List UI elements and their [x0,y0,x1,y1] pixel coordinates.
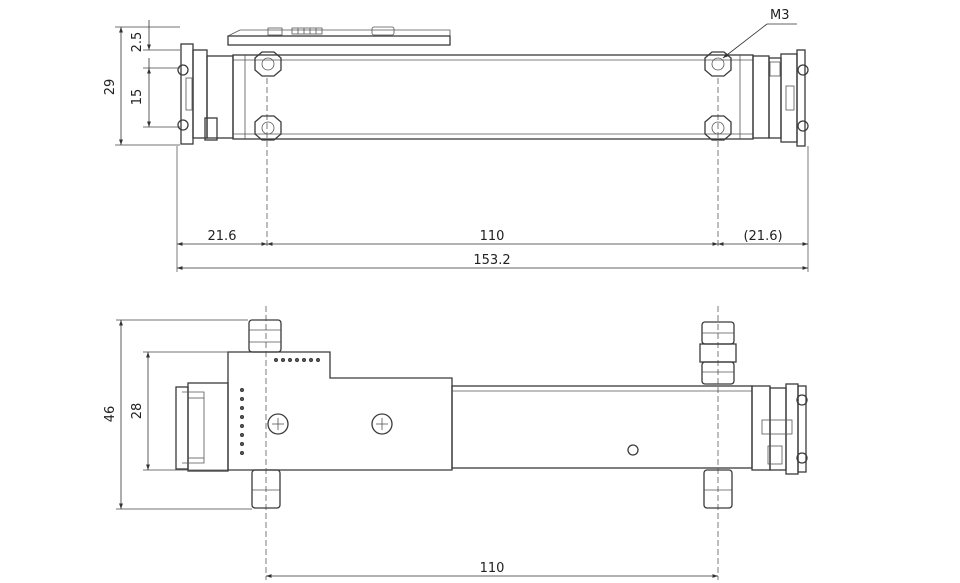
m3-leader-line [722,23,797,59]
dim-label-21-6-left: 21.6 [208,229,237,244]
m3-nut-top-left [254,51,282,77]
left-side-cap [175,382,229,472]
dim-group-left-vertical [115,20,180,146]
dim-group-side-vertical [116,319,252,510]
main-rail [232,54,754,140]
right-end-cap [752,49,809,147]
m3-nut-bottom-left [254,115,282,141]
dim-label-110-side: 110 [480,561,505,576]
dim-label-21-6-right: (21.6) [743,229,782,244]
dim-label-29: 29 [103,79,118,96]
dim-label-46: 46 [103,406,118,423]
left-connector-block [227,351,453,471]
dim-label-153-2: 153.2 [473,253,510,268]
dim-label-110-top: 110 [480,229,505,244]
dim-label-2-5: 2.5 [130,32,145,53]
pin-row-horizontal [273,357,320,362]
dim-label-15: 15 [130,89,145,106]
pin-row-vertical [239,387,244,455]
left-end-cap [177,43,234,145]
m3-nut-top-right [704,51,732,77]
side-main-rail [451,385,753,469]
m3-callout-label: M3 [770,8,790,23]
top-view: 2.5 29 15 21.6 110 (21.6) 153.2 M3 [103,8,809,272]
dim-group-top-horizontal [176,78,809,272]
dim-label-28: 28 [130,403,145,420]
side-view: 46 28 110 [103,306,808,580]
right-side-cap [751,383,808,475]
standoff-top-left [248,319,282,353]
pcb-board [227,26,451,46]
dim-group-side-horizontal [265,306,719,580]
